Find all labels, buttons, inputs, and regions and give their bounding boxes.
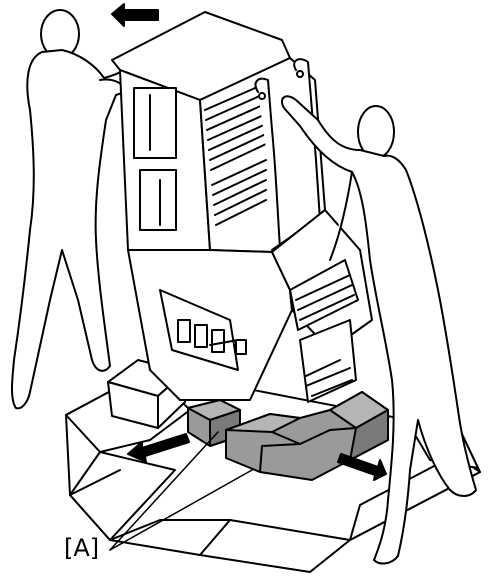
callout-label-a: [A] <box>64 536 99 560</box>
arrow-top <box>112 4 158 26</box>
paper-tray-unit <box>112 12 372 402</box>
